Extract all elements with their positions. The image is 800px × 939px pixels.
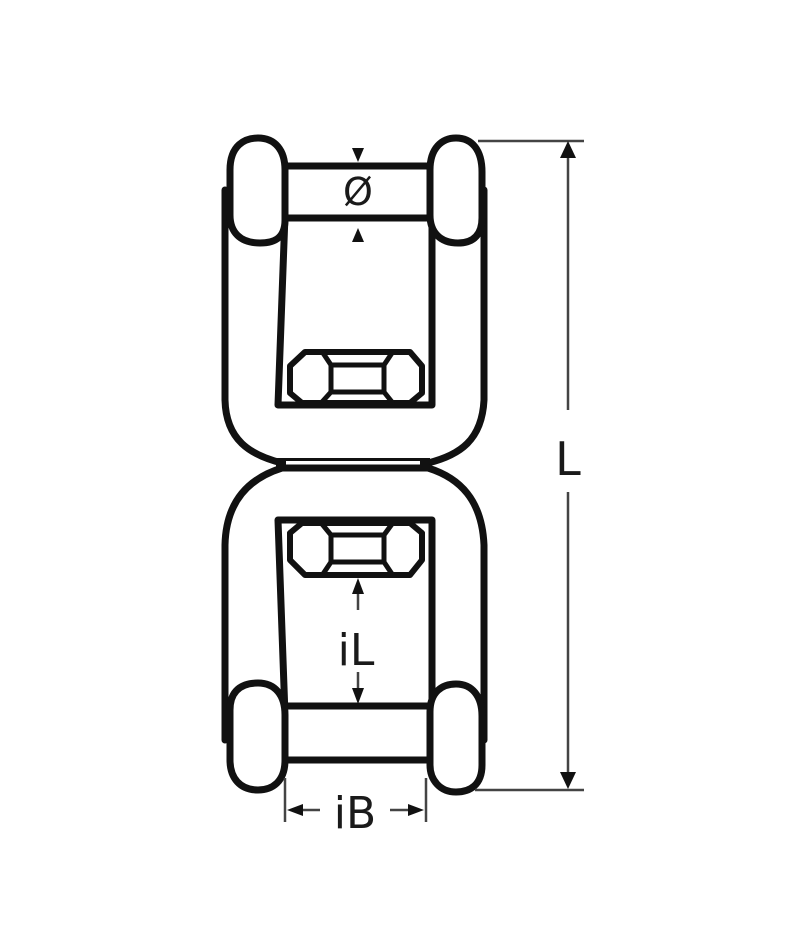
- upper-jaw: [221, 134, 488, 467]
- diameter-label: Ø: [343, 170, 373, 214]
- inner-length-arrow-top: [352, 578, 364, 594]
- inner-length-arrow-bottom: [352, 688, 364, 704]
- lower-pin: [276, 702, 436, 764]
- lower-right-eye: [426, 680, 486, 796]
- diameter-arrow-bottom: [352, 228, 364, 242]
- lower-hex-nut: [287, 520, 425, 578]
- upper-left-eye: [226, 134, 289, 247]
- upper-right-eye: [426, 134, 486, 247]
- lower-left-eye: [226, 679, 289, 794]
- length-label: L: [555, 432, 581, 486]
- inner-length-label: iL: [338, 625, 375, 676]
- lower-jaw-outline: [221, 464, 488, 744]
- length-arrow-top: [560, 141, 576, 158]
- diameter-arrow-top: [352, 148, 364, 162]
- inner-width-arrow-right: [408, 804, 424, 816]
- length-dimension: L: [475, 139, 584, 792]
- upper-hex-nut: [287, 349, 425, 406]
- diameter-dimension: Ø: [343, 148, 373, 242]
- inner-width-dimension: iB: [283, 778, 428, 839]
- inner-width-label: iB: [334, 788, 376, 839]
- inner-width-arrow-left: [287, 804, 303, 816]
- length-arrow-bottom: [560, 772, 576, 789]
- lower-jaw: [221, 464, 488, 796]
- inner-length-dimension: iL: [338, 578, 375, 704]
